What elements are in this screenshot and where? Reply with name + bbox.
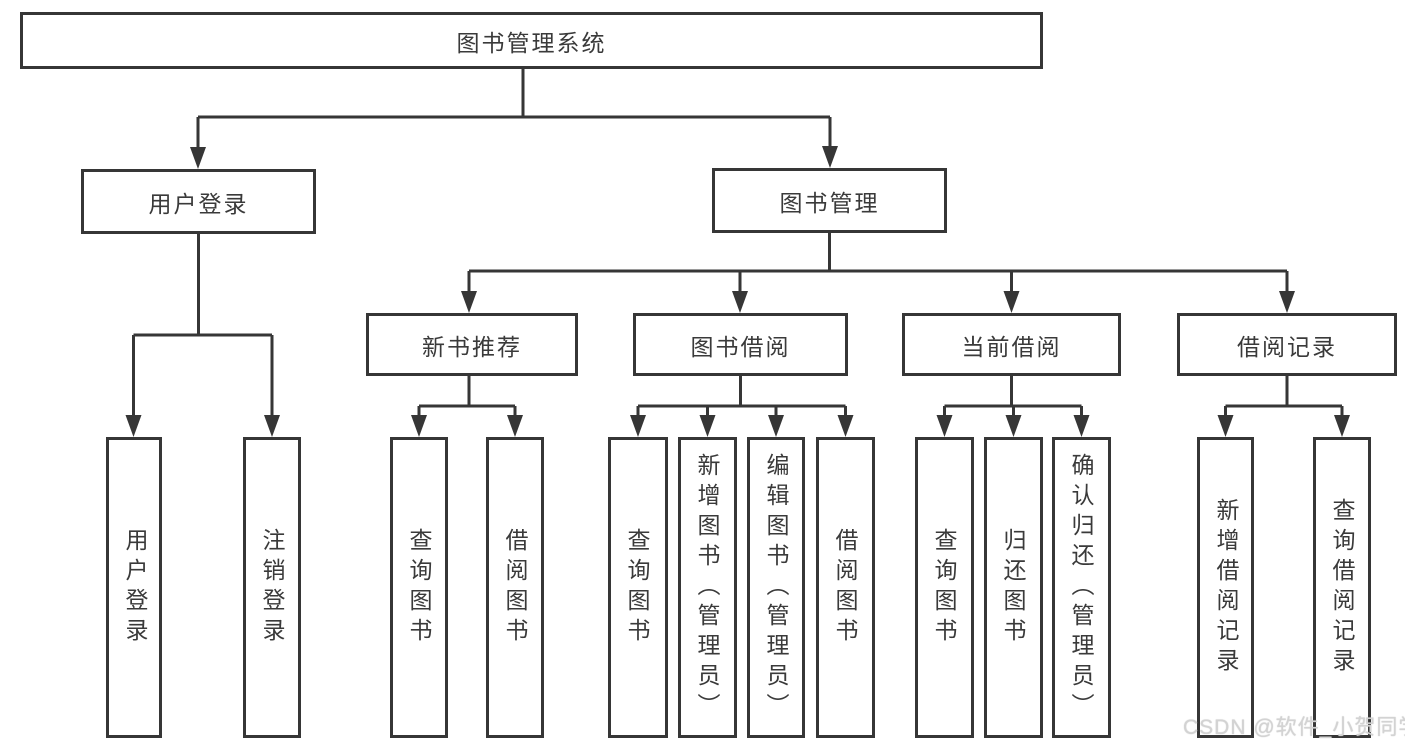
leaf-query-borrow-record: 查询借阅记录 [1313,437,1371,738]
leaf-query-books-borrow: 查询图书 [608,437,668,738]
node-current-borrowing: 当前借阅 [902,313,1121,376]
leaf-borrow-books: 借阅图书 [816,437,875,738]
tree-edges [132,69,1344,418]
leaf-edit-books-admin: 编辑图书（管理员） [747,437,805,738]
arrowhead-icons [125,146,1350,437]
node-borrowing-records: 借阅记录 [1177,313,1397,376]
node-library-management-system: 图书管理系统 [20,12,1043,69]
node-book-borrowing: 图书借阅 [633,313,848,376]
leaf-confirm-return-admin: 确认归还（管理员） [1052,437,1111,738]
leaf-return-books: 归还图书 [984,437,1043,738]
leaf-borrow-books-recommend: 借阅图书 [486,437,544,738]
leaf-query-books-recommend: 查询图书 [390,437,448,738]
node-book-management: 图书管理 [712,168,947,233]
leaf-add-books-admin: 新增图书（管理员） [678,437,737,738]
node-new-book-recommendation: 新书推荐 [366,313,578,376]
node-user-login: 用户登录 [81,169,316,234]
leaf-user-login: 用户登录 [106,437,162,738]
leaf-logout: 注销登录 [243,437,301,738]
csdn-watermark: CSDN @软件_小贺同学 [1183,716,1405,739]
leaf-query-books-current: 查询图书 [915,437,974,738]
leaf-add-borrow-record: 新增借阅记录 [1197,437,1254,738]
